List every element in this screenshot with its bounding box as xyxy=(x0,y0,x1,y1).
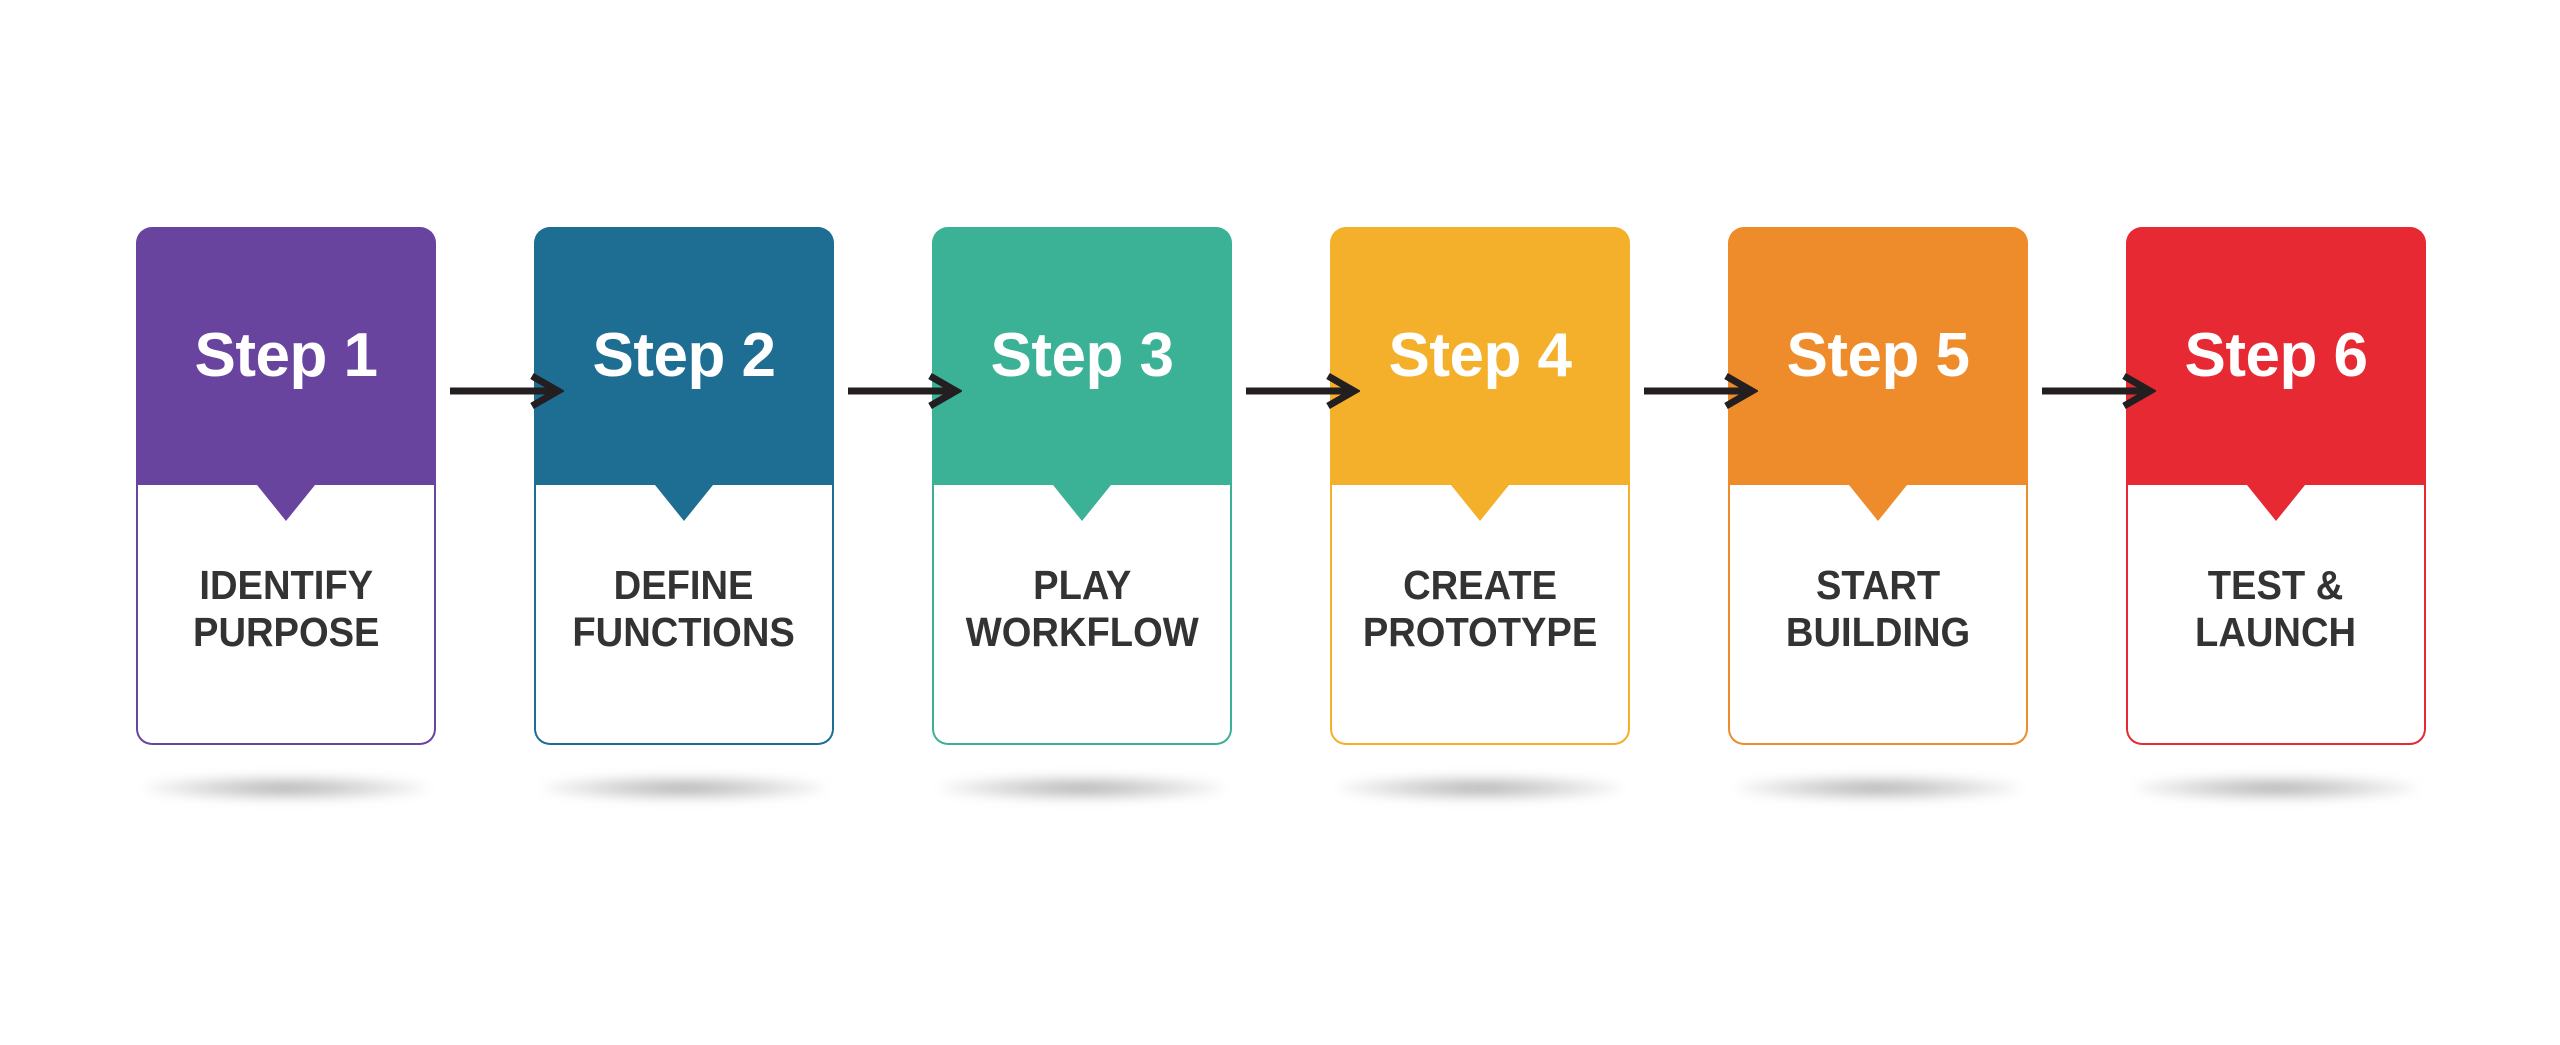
step-number-label: Step 1 xyxy=(194,321,378,390)
card-drop-shadow xyxy=(2134,775,2418,801)
step-notch-triangle xyxy=(655,485,713,521)
step-title-label: CREATE PROTOTYPE xyxy=(1362,562,1598,655)
step-card-5[interactable]: Step 5 START BUILDING xyxy=(1728,227,2156,801)
step-card-4[interactable]: Step 4 CREATE PROTOTYPE xyxy=(1330,227,1758,801)
step-notch-triangle xyxy=(1053,485,1111,521)
step-card-3[interactable]: Step 3 PLAY WORKFLOW xyxy=(932,227,1360,801)
card-drop-shadow xyxy=(940,775,1224,801)
step-notch-triangle xyxy=(1849,485,1907,521)
step-body-4: CREATE PROTOTYPE xyxy=(1330,483,1630,745)
step-notch-triangle xyxy=(2247,485,2305,521)
step-number-label: Step 2 xyxy=(592,321,776,390)
step-title-label: IDENTIFY PURPOSE xyxy=(192,562,380,655)
step-header-5: Step 5 xyxy=(1728,227,2028,485)
step-body-3: PLAY WORKFLOW xyxy=(932,483,1232,745)
step-header-2: Step 2 xyxy=(534,227,834,485)
step-header-4: Step 4 xyxy=(1330,227,1630,485)
step-header-3: Step 3 xyxy=(932,227,1232,485)
step-body-5: START BUILDING xyxy=(1728,483,2028,745)
step-number-label: Step 3 xyxy=(990,321,1174,390)
step-body-2: DEFINE FUNCTIONS xyxy=(534,483,834,745)
card-drop-shadow xyxy=(144,775,428,801)
step-body-6: TEST & LAUNCH xyxy=(2126,483,2426,745)
step-card-2[interactable]: Step 2 DEFINE FUNCTIONS xyxy=(534,227,962,801)
step-title-label: DEFINE FUNCTIONS xyxy=(572,562,796,655)
card-drop-shadow xyxy=(1736,775,2020,801)
step-header-1: Step 1 xyxy=(136,227,436,485)
step-number-label: Step 6 xyxy=(2184,321,2368,390)
step-number-label: Step 4 xyxy=(1388,321,1572,390)
step-card-6[interactable]: Step 6 TEST & LAUNCH xyxy=(2126,227,2426,801)
step-header-6: Step 6 xyxy=(2126,227,2426,485)
step-title-label: START BUILDING xyxy=(1785,562,1971,655)
step-notch-triangle xyxy=(257,485,315,521)
card-drop-shadow xyxy=(542,775,826,801)
process-flow-steps: Step 1 IDENTIFY PURPOSE Step 2 DEFINE FUNCT… xyxy=(136,227,2426,801)
step-number-label: Step 5 xyxy=(1786,321,1970,390)
step-title-label: PLAY WORKFLOW xyxy=(965,562,1199,655)
step-body-1: IDENTIFY PURPOSE xyxy=(136,483,436,745)
card-drop-shadow xyxy=(1338,775,1622,801)
step-title-label: TEST & LAUNCH xyxy=(2195,562,2357,655)
step-card-1[interactable]: Step 1 IDENTIFY PURPOSE xyxy=(136,227,564,801)
step-notch-triangle xyxy=(1451,485,1509,521)
